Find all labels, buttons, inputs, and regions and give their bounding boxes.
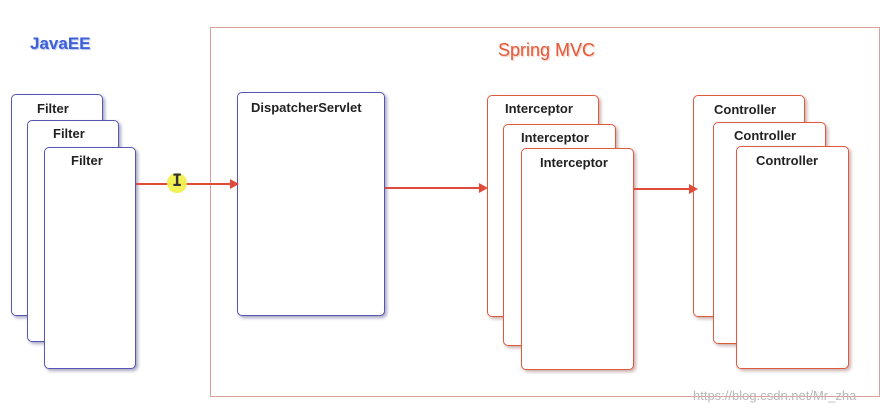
controller-label-3: Controller	[756, 153, 819, 168]
interceptor-label-1: Interceptor	[505, 101, 573, 116]
controller-label-1: Controller	[714, 102, 777, 117]
filter-label-1: Filter	[37, 101, 69, 116]
dispatcher-servlet-label: DispatcherServlet	[251, 100, 362, 115]
controller-box-3: Controller	[736, 146, 849, 369]
spring-mvc-frame	[210, 27, 880, 397]
javaee-label: JavaEE	[30, 34, 91, 53]
filter-label-2: Filter	[53, 126, 85, 141]
spring-mvc-label: Spring MVC	[498, 40, 596, 60]
watermark-url: https://blog.csdn.net/Mr_zha	[693, 388, 857, 403]
controller-label-2: Controller	[734, 128, 797, 143]
arrow-dispatcher-to-interceptor	[385, 183, 488, 193]
interceptor-label-2: Interceptor	[521, 130, 589, 145]
filter-box-3: Filter	[44, 147, 136, 369]
interceptor-label-3: Interceptor	[540, 155, 608, 170]
interceptor-box-3: Interceptor	[521, 148, 634, 370]
dispatcher-servlet-box: DispatcherServlet	[237, 92, 385, 316]
filter-label-3: Filter	[71, 153, 103, 168]
cursor-highlight	[167, 173, 187, 193]
arrow-interceptor-to-controller	[634, 184, 698, 194]
text-cursor-icon: I	[172, 171, 183, 191]
